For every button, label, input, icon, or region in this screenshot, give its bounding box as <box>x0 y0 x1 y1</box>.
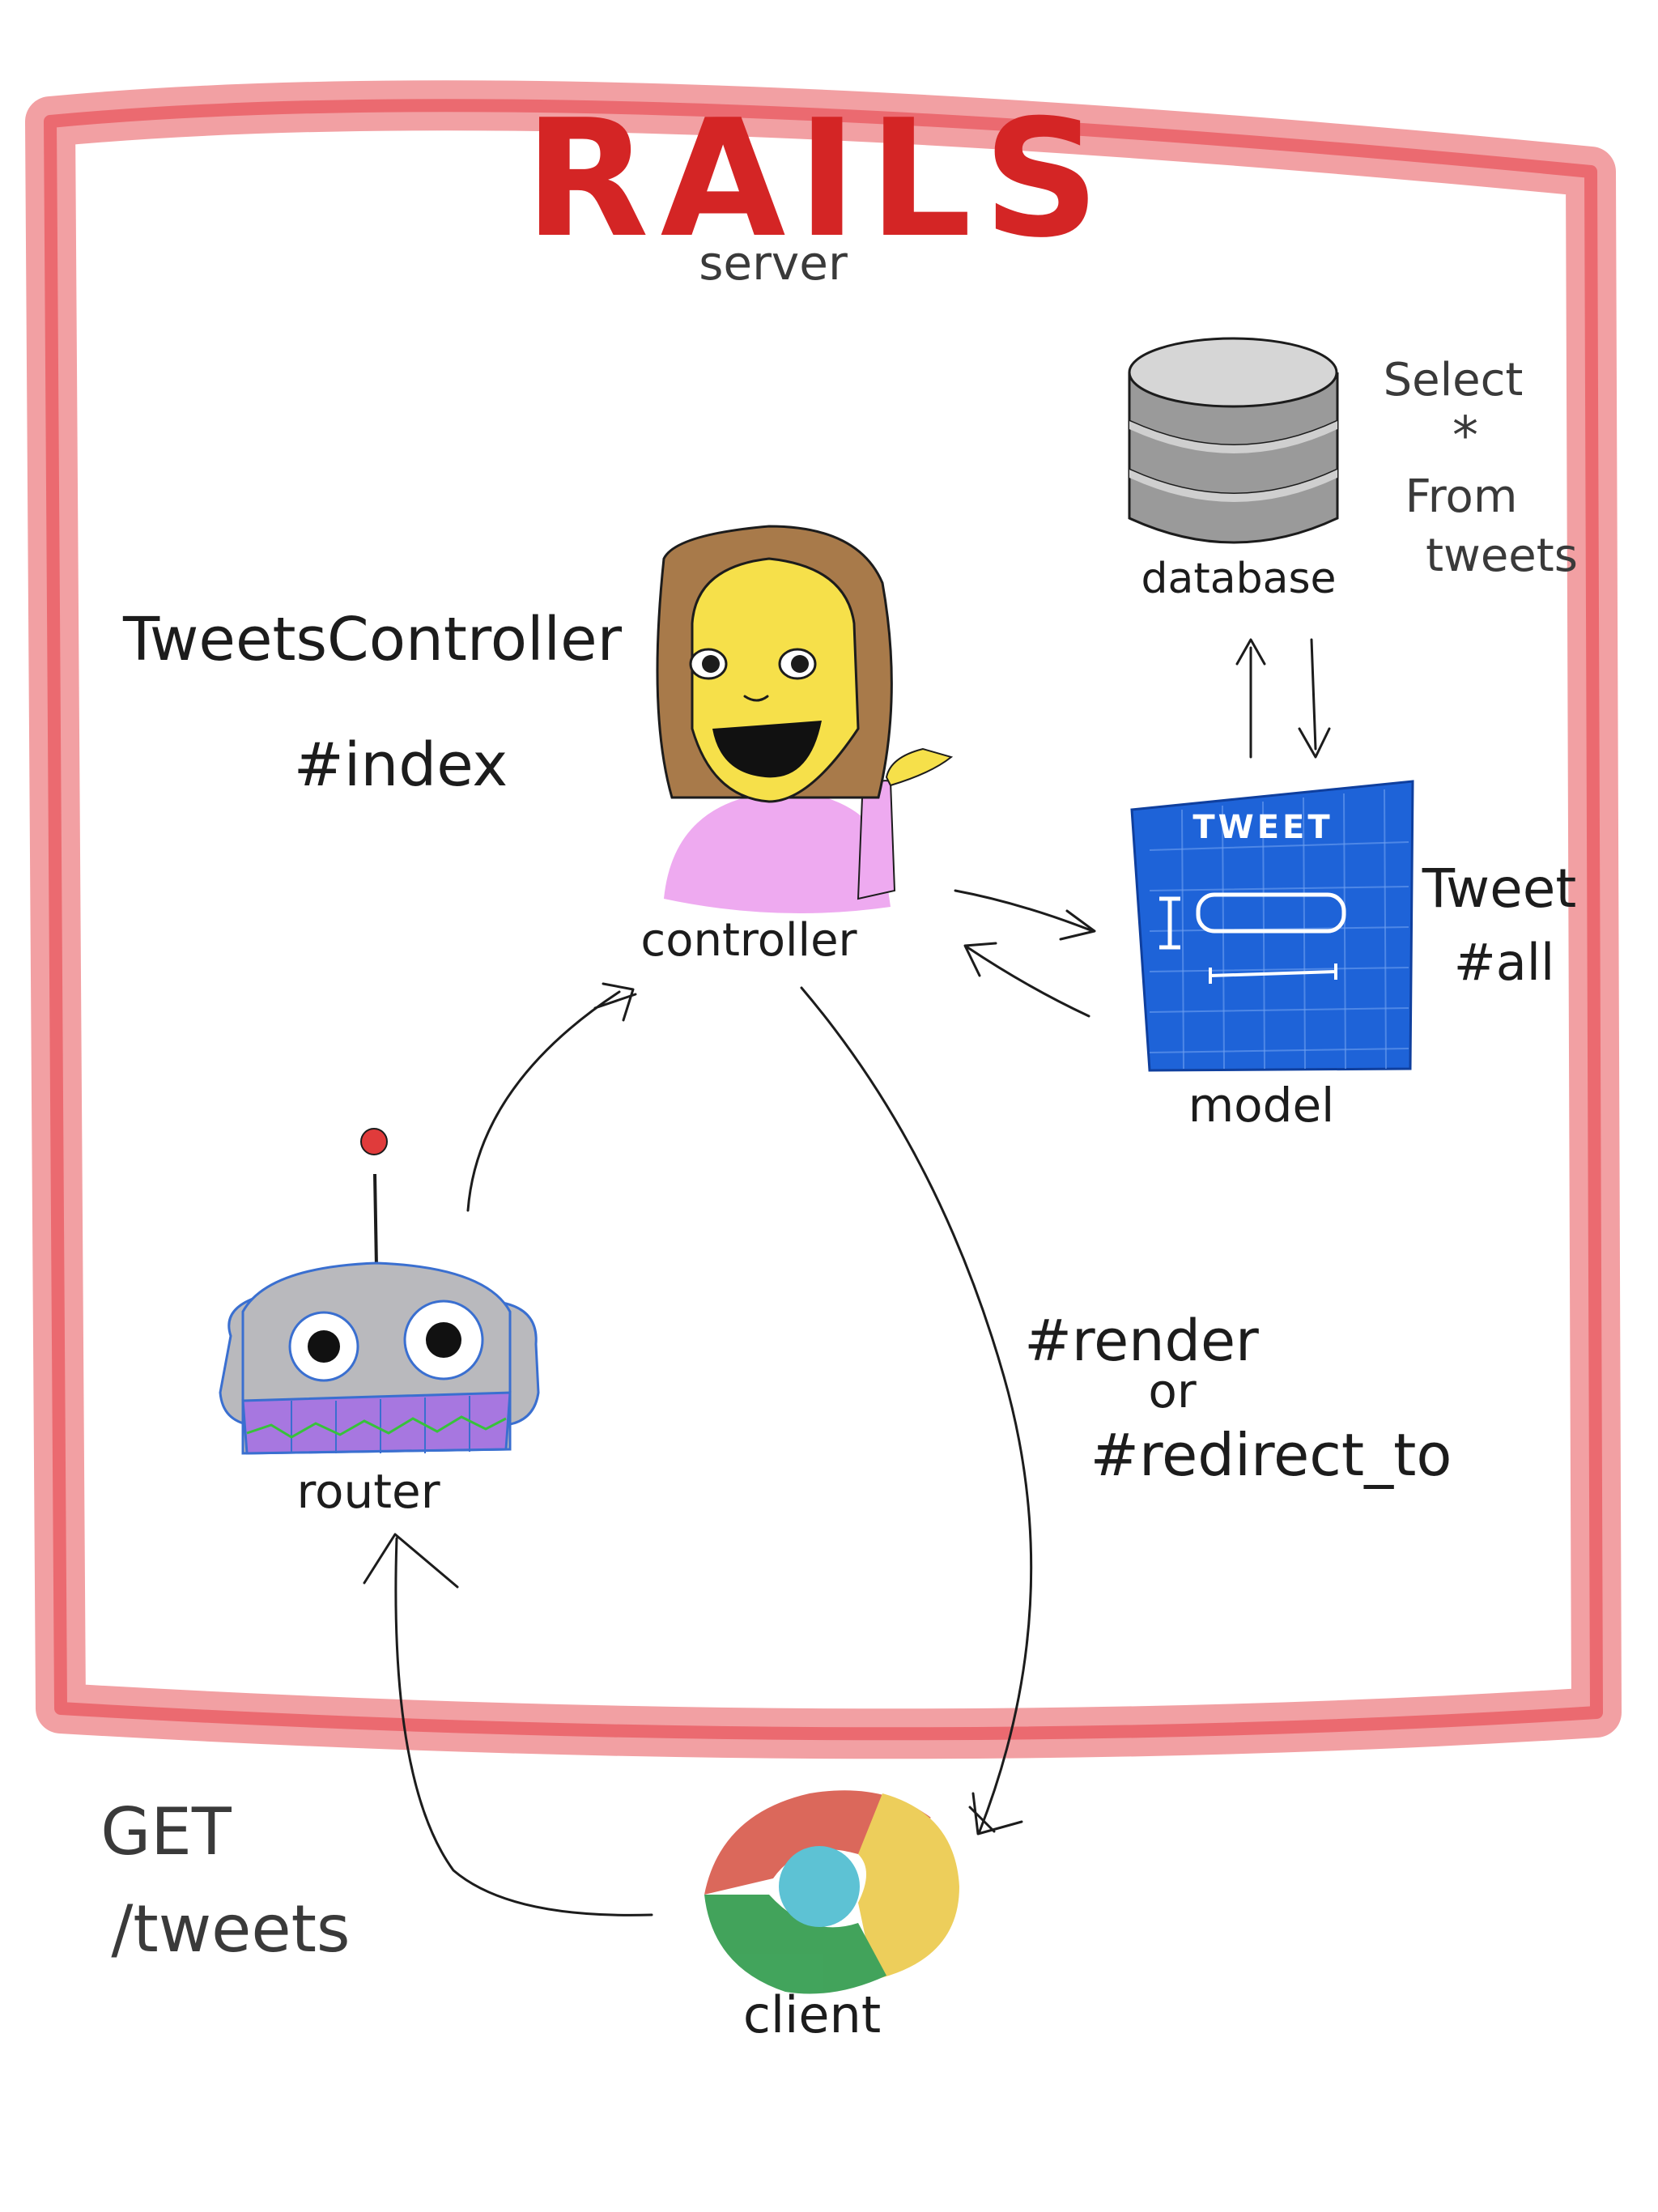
controller-to-client-arrow <box>800 986 1033 1836</box>
controller-class: TweetsController <box>122 605 623 674</box>
model-method: #all <box>1454 933 1554 992</box>
router-to-controller-arrow <box>466 982 637 1212</box>
sql-line-4: tweets <box>1426 530 1578 582</box>
model-label: model <box>1188 1078 1335 1133</box>
router-robot-icon <box>219 1128 540 1455</box>
response-line-2: or <box>1148 1363 1196 1419</box>
server-label: server <box>699 236 848 291</box>
controller-label: controller <box>640 914 857 967</box>
model-class: Tweet <box>1422 857 1576 920</box>
request-path: /tweets <box>111 1891 350 1967</box>
sql-line-1: Select <box>1384 354 1524 406</box>
controller-character <box>656 525 954 913</box>
diagram-title: RAILS <box>525 85 1112 274</box>
server-frame <box>25 80 1622 1759</box>
controller-action: #index <box>294 730 508 800</box>
client-browser-icon <box>704 1790 959 1994</box>
database-label: database <box>1141 555 1336 603</box>
response-line-3: #redirect_to <box>1090 1421 1452 1489</box>
sql-line-3: From <box>1405 470 1518 523</box>
sql-line-2: * <box>1452 406 1478 466</box>
client-label: client <box>743 1985 881 2044</box>
controller-model-arrows <box>954 889 1096 1018</box>
model-card-title: TWEET <box>1192 809 1333 846</box>
client-to-router-arrow <box>363 1533 653 1916</box>
model-blueprint-icon <box>1130 780 1414 1072</box>
db-model-arrows <box>1235 638 1331 759</box>
request-note: GET /tweets <box>100 1794 350 1967</box>
database-icon <box>1128 337 1339 544</box>
router-label: router <box>296 1464 440 1519</box>
sql-query: Select * From tweets <box>1384 354 1578 582</box>
response-note: #render or #redirect_to <box>1024 1308 1452 1489</box>
response-line-1: #render <box>1024 1308 1259 1374</box>
request-method: GET <box>100 1794 232 1870</box>
